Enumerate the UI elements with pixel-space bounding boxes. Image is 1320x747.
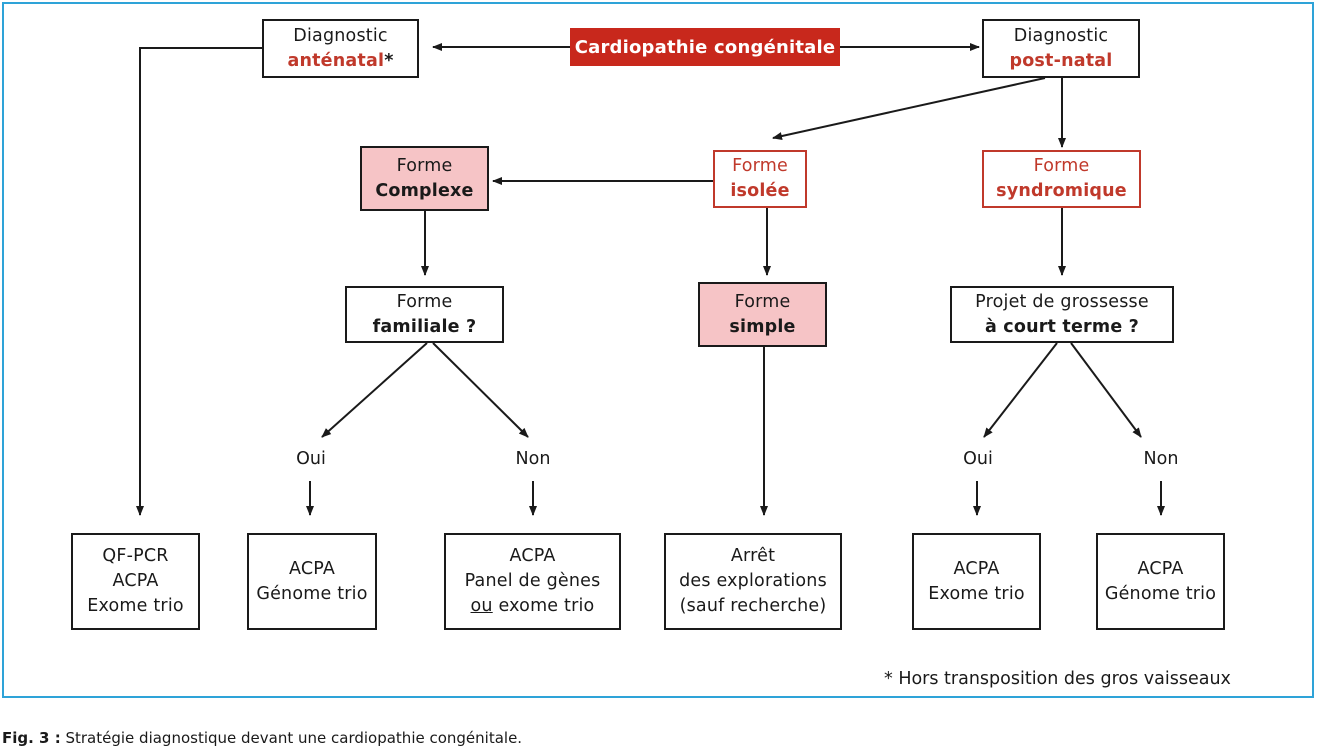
- result-familiale-oui-line1: ACPA: [288, 558, 336, 579]
- footnote: * Hors transposition des gros vaisseaux: [884, 669, 1231, 689]
- result-familiale-non-line3: exome trio: [492, 596, 595, 616]
- result-familiale-oui-line2: Génome trio: [256, 583, 368, 604]
- result-antenatal-line2: ACPA: [112, 571, 159, 591]
- result-simple-line3: (sauf recherche): [679, 596, 827, 616]
- node-cardiopathie-congenitale: Cardiopathie congénitale: [570, 28, 840, 66]
- node-diagnostic-postnatal: Diagnostic post-natal: [982, 19, 1140, 78]
- figure-caption: Fig. 3 : Stratégie diagnostique devant u…: [2, 729, 522, 747]
- result-antenatal-line1: QF-PCR: [102, 546, 169, 566]
- node-antenatal-line1: Diagnostic: [293, 25, 388, 46]
- result-simple: Arrêt des explorations (sauf recherche): [664, 533, 842, 630]
- result-grossesse-non-line2: Génome trio: [1104, 583, 1217, 604]
- node-syndromique-line2: syndromique: [996, 181, 1127, 201]
- node-isolee-line2: isolée: [730, 181, 790, 201]
- result-familiale-oui: ACPA Génome trio: [247, 533, 377, 630]
- edge-antenatal-result: [136, 47, 262, 516]
- edge-familiale-non: [432, 342, 529, 438]
- antenatal-asterisk: *: [384, 50, 394, 71]
- edge-familiale-oui: [321, 342, 428, 438]
- node-complexe-line2: Complexe: [375, 180, 474, 201]
- node-root-text: Cardiopathie congénitale: [574, 36, 836, 58]
- figure-frame: [2, 2, 1314, 698]
- result-familiale-non-line1: ACPA: [509, 546, 556, 566]
- node-forme-familiale: Forme familiale ?: [345, 286, 504, 343]
- result-grossesse-oui: ACPA Exome trio: [912, 533, 1041, 630]
- node-postnatal-line1: Diagnostic: [1013, 25, 1109, 46]
- result-antenatal: QF-PCR ACPA Exome trio: [71, 533, 200, 630]
- node-grossesse-line2: à court terme ?: [984, 316, 1140, 337]
- node-forme-isolee: Forme isolée: [713, 150, 807, 208]
- node-forme-complexe: Forme Complexe: [360, 146, 489, 211]
- result-familiale-non: ACPA Panel de gènes ou exome trio: [444, 533, 621, 630]
- label-non-familiale: Non: [515, 449, 551, 469]
- edge-grossesse-oui: [983, 342, 1058, 438]
- edge-postnatal-isolee: [772, 77, 1046, 140]
- node-complexe-line1: Forme: [396, 155, 453, 176]
- label-oui-grossesse: Oui: [963, 449, 993, 469]
- result-familiale-non-ou: ou: [470, 596, 493, 616]
- caption-text: Stratégie diagnostique devant une cardio…: [60, 729, 523, 747]
- node-forme-simple: Forme simple: [698, 282, 827, 347]
- node-familiale-line1: Forme: [396, 291, 453, 312]
- node-simple-line1: Forme: [734, 291, 791, 312]
- node-simple-line2: simple: [729, 316, 796, 337]
- result-simple-line1: Arrêt: [730, 546, 776, 566]
- edge-grossesse-non: [1070, 342, 1142, 438]
- label-oui-familiale: Oui: [296, 449, 326, 469]
- result-grossesse-non: ACPA Génome trio: [1096, 533, 1225, 630]
- node-diagnostic-antenatal: Diagnostic anténatal*: [262, 19, 419, 78]
- node-antenatal-line2: anténatal: [287, 50, 385, 71]
- node-grossesse-line1: Projet de grossesse: [975, 291, 1149, 312]
- result-grossesse-oui-line2: Exome trio: [928, 583, 1025, 604]
- result-antenatal-line3: Exome trio: [87, 596, 184, 616]
- node-postnatal-line2: post-natal: [1009, 50, 1113, 71]
- node-familiale-line2: familiale ?: [372, 316, 477, 337]
- result-familiale-non-line2: Panel de gènes: [464, 571, 601, 591]
- node-projet-grossesse: Projet de grossesse à court terme ?: [950, 286, 1174, 343]
- result-grossesse-non-line1: ACPA: [1137, 558, 1184, 579]
- node-syndromique-line1: Forme: [1033, 156, 1090, 176]
- caption-label: Fig. 3 :: [2, 729, 61, 747]
- result-simple-line2: des explorations: [679, 571, 827, 591]
- node-forme-syndromique: Forme syndromique: [982, 150, 1141, 208]
- label-non-grossesse: Non: [1143, 449, 1179, 469]
- result-grossesse-oui-line1: ACPA: [953, 558, 1000, 579]
- node-isolee-line1: Forme: [732, 156, 788, 176]
